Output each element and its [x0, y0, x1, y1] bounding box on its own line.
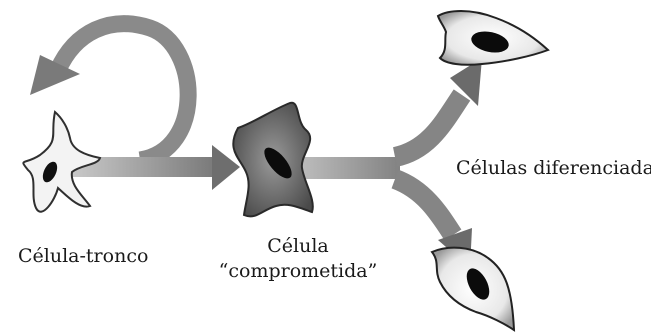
- committed-cell: [233, 103, 313, 217]
- stem-cell-label: Célula-tronco: [18, 246, 148, 267]
- committed-cell-label-line2: “comprometida”: [218, 261, 378, 282]
- committed-cell-label-line1: Célula: [218, 236, 378, 257]
- stem-cell: [23, 112, 100, 212]
- differentiated-cells-label: Células diferenciadas: [456, 158, 651, 179]
- differentiated-cell-bottom: [432, 248, 514, 330]
- committed-cell-label: Célula “comprometida”: [218, 236, 378, 282]
- differentiated-cell-top: [438, 11, 548, 65]
